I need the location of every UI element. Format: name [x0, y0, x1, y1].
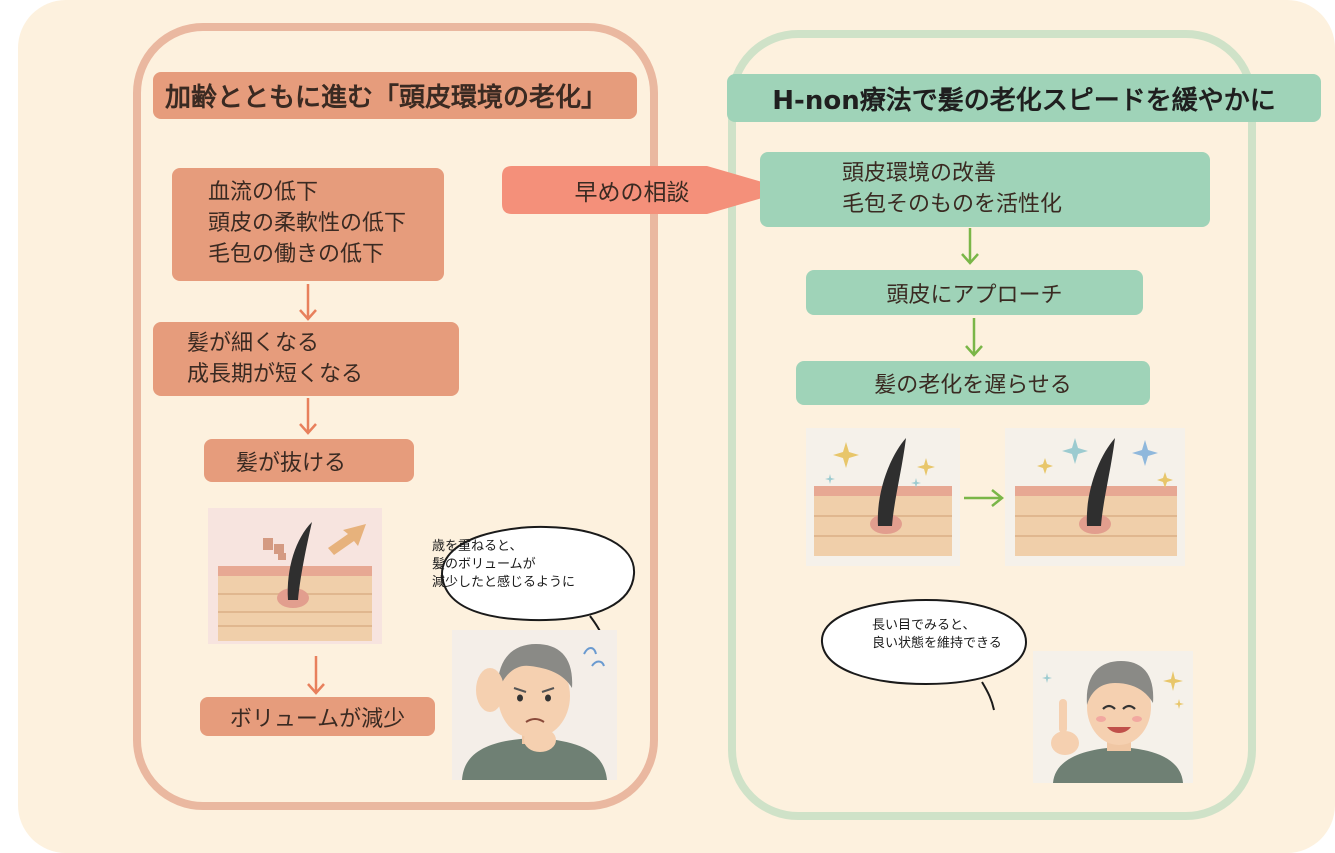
arrow-right-icon [964, 489, 1005, 507]
early-consultation-label: 早めの相談 [574, 180, 690, 206]
speech-line: 良い状態を維持できる [872, 636, 1002, 651]
arrow-down-icon [965, 318, 983, 357]
callout-arrow [502, 166, 790, 214]
benefits-box: 頭皮環境の改善 毛包そのものを活性化 [760, 152, 1210, 227]
happy-man-illustration [1033, 651, 1193, 783]
arrow-down-icon [299, 284, 317, 321]
effect-item: 成長期が短くなる [187, 362, 364, 387]
effects-box: 髪が細くなる 成長期が短くなる [153, 322, 459, 396]
effect-item: 髪が細くなる [187, 331, 320, 356]
arrow-down-icon [961, 228, 979, 265]
speech-line: 髪のボリュームが [432, 557, 536, 572]
cause-item: 血流の低下 [208, 180, 319, 205]
speech-text: 長い目でみると、 良い状態を維持できる [872, 617, 1002, 653]
speech-line: 長い目でみると、 [872, 618, 976, 633]
speech-line: 歳を重ねると、 [432, 539, 523, 554]
slow-aging-box: 髪の老化を遅らせる [796, 361, 1150, 405]
speech-text: 歳を重ねると、 髪のボリュームが 減少したと感じるように [432, 538, 575, 592]
benefit-item: 毛包そのものを活性化 [842, 192, 1063, 217]
scalp-before-illustration [806, 428, 960, 566]
hair-loss-box: 髪が抜ける [204, 439, 414, 482]
benefit-item: 頭皮環境の改善 [842, 161, 997, 186]
cause-item: 毛包の働きの低下 [208, 242, 385, 267]
volume-decrease-box: ボリュームが減少 [200, 697, 435, 736]
scalp-approach-box: 頭皮にアプローチ [806, 270, 1143, 315]
scalp-after-illustration [1005, 428, 1185, 566]
speech-bubble [820, 598, 1028, 711]
left-panel [133, 23, 658, 810]
right-title: H-non療法で髪の老化スピードを緩やかに [727, 74, 1321, 122]
causes-box: 血流の低下 頭皮の柔軟性の低下 毛包の働きの低下 [172, 168, 444, 281]
right-panel [728, 30, 1256, 820]
left-title: 加齢とともに進む「頭皮環境の老化」 [153, 72, 637, 119]
worried-man-illustration [452, 630, 617, 780]
speech-line: 減少したと感じるように [432, 575, 576, 590]
scalp-damaged-illustration [208, 508, 382, 644]
arrow-down-icon [307, 656, 325, 695]
cause-item: 頭皮の柔軟性の低下 [208, 211, 407, 236]
arrow-down-icon [299, 398, 317, 435]
